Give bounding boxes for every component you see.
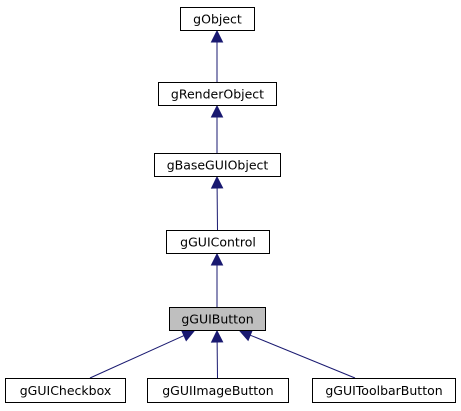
edges-layer bbox=[89, 29, 356, 379]
class-node-g-gui-checkbox[interactable]: gGUICheckbox bbox=[5, 378, 126, 403]
edge-g-gui-button-to-g-gui-control bbox=[210, 252, 224, 307]
edge-g-render-object-to-g-object bbox=[210, 29, 224, 82]
edge-line bbox=[249, 334, 356, 379]
class-box bbox=[147, 378, 289, 403]
arrowhead bbox=[238, 329, 254, 342]
edge-line bbox=[89, 335, 185, 379]
class-box bbox=[166, 230, 270, 254]
class-node-g-object[interactable]: gObject bbox=[180, 7, 255, 31]
class-node-g-gui-button: gGUIButton bbox=[169, 307, 266, 331]
nodes-layer: gObject gRenderObject gBaseGUIObject gGUICo… bbox=[5, 7, 456, 403]
arrowhead bbox=[210, 252, 224, 266]
class-label: gGUIButton bbox=[181, 312, 253, 327]
arrowhead bbox=[210, 329, 224, 343]
edge-g-base-gui-object-to-g-render-object bbox=[210, 104, 224, 153]
class-label: gRenderObject bbox=[171, 87, 264, 102]
edge-g-gui-image-button-to-g-gui-button bbox=[210, 329, 224, 379]
edge-g-gui-toolbar-button-to-g-gui-button bbox=[238, 329, 356, 379]
class-node-g-render-object[interactable]: gRenderObject bbox=[158, 82, 277, 106]
class-label: gGUIControl bbox=[180, 235, 256, 250]
class-label: gGUIToolbarButton bbox=[325, 383, 442, 398]
class-label: gObject bbox=[193, 12, 242, 27]
class-box bbox=[154, 153, 281, 177]
class-box bbox=[312, 378, 456, 403]
edge-g-gui-checkbox-to-g-gui-button bbox=[89, 329, 196, 379]
class-node-g-gui-image-button[interactable]: gGUIImageButton bbox=[147, 378, 289, 403]
edge-g-gui-control-to-g-base-gui-object bbox=[210, 175, 224, 231]
class-box bbox=[169, 307, 266, 331]
class-node-g-gui-toolbar-button[interactable]: gGUIToolbarButton bbox=[312, 378, 456, 403]
arrowhead bbox=[210, 104, 224, 118]
arrowhead bbox=[210, 29, 224, 43]
arrowhead bbox=[180, 329, 196, 342]
class-label: gGUICheckbox bbox=[20, 383, 112, 398]
arrowhead bbox=[210, 175, 224, 189]
class-label: gBaseGUIObject bbox=[167, 158, 269, 173]
class-label: gGUIImageButton bbox=[162, 383, 273, 398]
class-box bbox=[180, 7, 255, 31]
class-node-g-gui-control[interactable]: gGUIControl bbox=[166, 230, 270, 254]
class-node-g-base-gui-object[interactable]: gBaseGUIObject bbox=[154, 153, 281, 177]
class-box bbox=[5, 378, 126, 403]
class-box bbox=[158, 82, 277, 106]
